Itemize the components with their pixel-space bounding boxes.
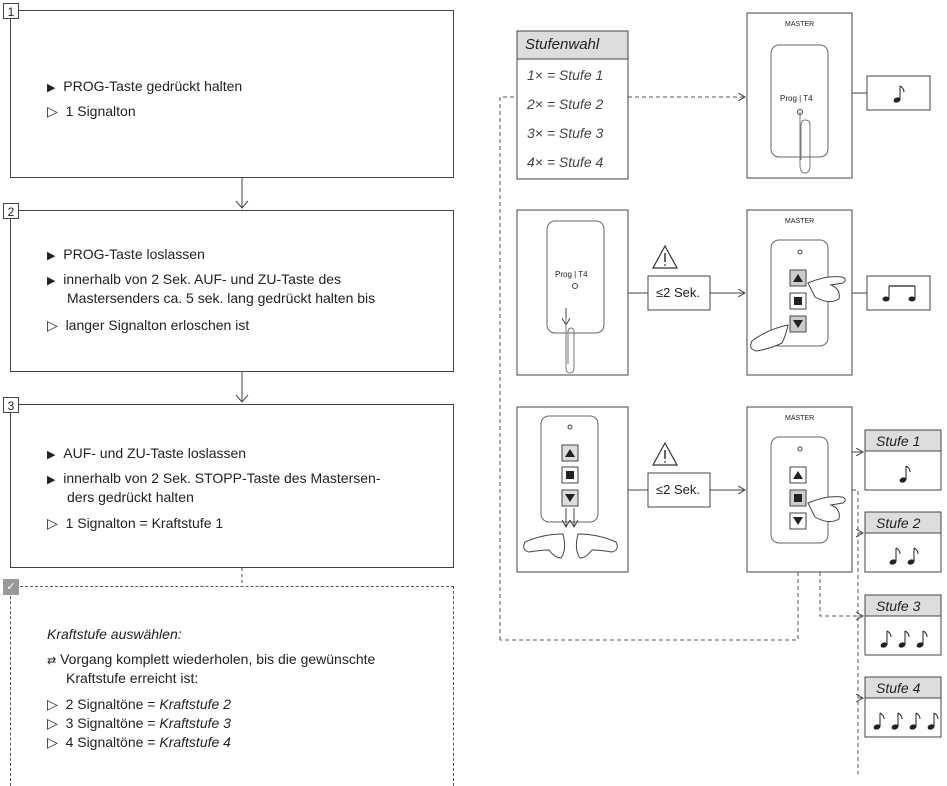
result-icon: ▷ <box>47 515 58 531</box>
step-2-badge: 2 <box>3 203 19 219</box>
bullet-icon: ▶ <box>47 275 56 287</box>
result-icon: ▷ <box>47 103 58 119</box>
step-3-line-3: ders gedrückt halten <box>67 489 194 505</box>
result-icon: ▷ <box>47 317 58 333</box>
prog-label-1: Prog | T4 <box>780 94 813 103</box>
timing-label-row2: ≤2 Sek. <box>656 285 700 300</box>
note-box <box>10 586 454 786</box>
stufenwahl-item-2: 2× = Stufe 2 <box>527 96 604 112</box>
step-1-line-2: ▷ 1 Signalton <box>47 103 136 119</box>
result-icon: ▷ <box>47 715 58 731</box>
check-badge: ✓ <box>3 579 19 595</box>
repeat-icon: ⇄ <box>47 655 57 667</box>
master-label-3: MASTER <box>785 415 815 422</box>
bullet-icon: ▶ <box>47 474 56 486</box>
note-title: Kraftstufe auswählen: <box>47 626 182 642</box>
result-icon: ▷ <box>47 696 58 712</box>
note-item-3: ▷ 4 Signaltöne = Kraftstufe 4 <box>47 734 231 750</box>
step-2-line-1: ▶ PROG-Taste loslassen <box>47 246 205 262</box>
step-1-box <box>10 10 454 178</box>
master-label-1: MASTER <box>785 21 815 28</box>
stufe-2-label: Stufe 2 <box>876 515 921 531</box>
stufe-1-label: Stufe 1 <box>876 433 921 449</box>
check-icon: ✓ <box>6 581 16 593</box>
step-3-line-2: ▶ innerhalb von 2 Sek. STOPP-Taste des M… <box>47 470 381 486</box>
note-repeat-line-2: Kraftstufe erreicht ist: <box>66 670 199 686</box>
bullet-icon: ▶ <box>47 82 56 94</box>
timing-label-row3: ≤2 Sek. <box>656 482 700 497</box>
step-2-line-2: ▶ innerhalb von 2 Sek. AUF- und ZU-Taste… <box>47 271 342 287</box>
stufenwahl-item-1: 1× = Stufe 1 <box>527 67 604 83</box>
step-3-badge: 3 <box>3 397 19 413</box>
note-item-1: ▷ 2 Signaltöne = Kraftstufe 2 <box>47 696 231 712</box>
result-icon: ▷ <box>47 734 58 750</box>
step-2-line-4: ▷ langer Signalton erloschen ist <box>47 317 250 333</box>
stufe-4-label: Stufe 4 <box>876 680 921 696</box>
prog-label-2: Prog | T4 <box>555 270 588 279</box>
stufenwahl-item-3: 3× = Stufe 3 <box>527 125 604 141</box>
step-2-line-3: Mastersenders ca. 5 sek. lang gedrückt h… <box>67 290 376 306</box>
stufe-3-label: Stufe 3 <box>876 598 921 614</box>
step-1-line-1: ▶ PROG-Taste gedrückt halten <box>47 78 243 94</box>
note-item-2: ▷ 3 Signaltöne = Kraftstufe 3 <box>47 715 231 731</box>
step-2-box <box>10 210 454 372</box>
stufenwahl-title: Stufenwahl <box>525 36 600 53</box>
note-repeat-line-1: ⇄ Vorgang komplett wiederholen, bis die … <box>47 651 376 667</box>
step-1-badge: 1 <box>3 3 19 19</box>
step-3-line-4: ▷ 1 Signalton = Kraftstufe 1 <box>47 515 224 531</box>
step-3-line-1: ▶ AUF- und ZU-Taste loslassen <box>47 445 247 461</box>
bullet-icon: ▶ <box>47 449 56 461</box>
step-connectors <box>235 178 249 586</box>
bullet-icon: ▶ <box>47 250 56 262</box>
master-label-2: MASTER <box>785 218 815 225</box>
stufenwahl-item-4: 4× = Stufe 4 <box>527 154 604 170</box>
step-3-box <box>10 404 454 568</box>
